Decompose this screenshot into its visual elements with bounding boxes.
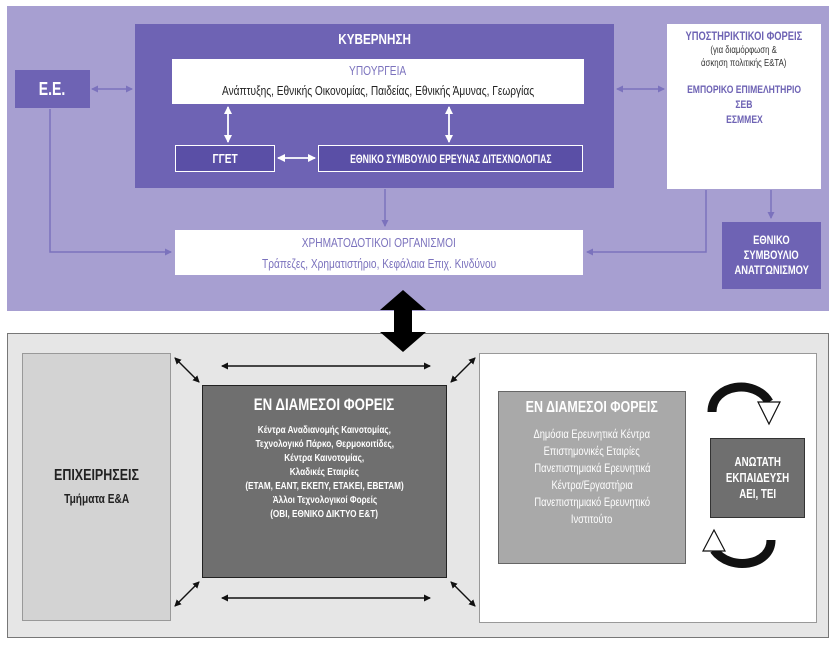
support-bodies-box bbox=[667, 24, 821, 189]
intermediaries-line: Τεχνολογικό Πάρκο, Θερμοκοιτίδες, bbox=[255, 438, 394, 450]
business-box: ΕΠΙΧΕΙΡΗΣΕΙΣ Τμήματα Ε&Α bbox=[22, 353, 171, 621]
ee-label: Ε.Ε. bbox=[39, 78, 66, 99]
government-title: ΚΥΒΕΡΝΗΣΗ bbox=[338, 30, 411, 48]
government-title-wrap: ΚΥΒΕΡΝΗΣΗ bbox=[135, 29, 614, 49]
research-intermediaries-text: ΕΝ ΔΙΑΜΕΣΟΙ ΦΟΡΕΙΣ Δημόσια Ερευνητικά Κέ… bbox=[498, 396, 686, 528]
intermediaries-line: Κέντρα Αναδιανομής Καινοτομίας, bbox=[257, 424, 392, 436]
research-council-label: ΕΘΝΙΚΟ ΣΥΜΒΟΥΛΙΟ ΕΡΕΥΝΑΣ ΔΙΤΕΧΝΟΛΟΓΙΑΣ bbox=[349, 151, 552, 166]
finance-list: Τράπεζες, Χρηματιστήριο, Κεφάλαια Επιχ. … bbox=[261, 255, 497, 271]
intermediaries-box bbox=[202, 385, 447, 578]
support-subtitle-2: άσκηση πολιτικής Ε&ΤΑ) bbox=[701, 58, 787, 69]
finance-list-wrap: Τράπεζες, Χρηματιστήριο, Κεφάλαια Επιχ. … bbox=[175, 253, 583, 273]
higher-education-box: ΑΝΩΤΑΤΗ ΕΚΠΑΙΔΕΥΣΗ ΑΕΙ, ΤΕΙ bbox=[710, 438, 805, 518]
research-line: Δημόσια Ερευνητικά Κέντρα bbox=[533, 427, 651, 441]
gsrt-box: ΓΓΕΤ bbox=[175, 145, 275, 172]
research-line: Ινστιτούτο bbox=[571, 512, 613, 526]
research-line: Κέντρα/Εργαστήρια bbox=[551, 478, 633, 492]
higher-ed-line-3: ΑΕΙ, ΤΕΙ bbox=[739, 487, 776, 501]
ministries-title: ΥΠΟΥΡΓΕΙΑ bbox=[349, 62, 407, 78]
support-subtitle-1: (για διαμόρφωση & bbox=[710, 45, 778, 56]
intermediaries-line: (ΕΤΑΜ, ΕΑΝΤ, ΕΚΕΠΥ, ΕΤΑΚΕΙ, ΕΒΕΤΑΜ) bbox=[245, 480, 404, 492]
intermediaries-line: Άλλοι Τεχνολογικοί Φορείς bbox=[272, 494, 377, 506]
research-line: Πανεπιστημιακά Ερευνητικά bbox=[533, 461, 651, 475]
research-council-box: ΕΘΝΙΚΟ ΣΥΜΒΟΥΛΙΟ ΕΡΕΥΝΑΣ ΔΙΤΕΧΝΟΛΟΓΙΑΣ bbox=[318, 145, 583, 172]
ministries-list: Ανάπτυξης, Εθνικής Οικονομίας, Παιδείας,… bbox=[221, 82, 535, 98]
finance-title-wrap: ΧΡΗΜΑΤΟΔΟΤΙΚΟΙ ΟΡΓΑΝΙΣΜΟΙ bbox=[175, 233, 583, 251]
competitiveness-line-3: ΑΝΑΤΓΩΝΙΣΜΟΥ bbox=[734, 263, 809, 277]
support-item-sev: ΣΕΒ bbox=[735, 99, 753, 111]
support-bodies-text: ΥΠΟΣΤΗΡΙΚΤΙΚΟΙ ΦΟΡΕΙΣ (για διαμόρφωση & … bbox=[667, 28, 821, 128]
research-intermediaries-box bbox=[498, 391, 686, 564]
business-title: ΕΠΙΧΕΙΡΗΣΕΙΣ bbox=[53, 467, 140, 484]
competitiveness-line-2: ΣΥΜΒΟΥΛΙΟ bbox=[744, 248, 799, 262]
intermediaries-line: (ΟΒΙ, ΕΘΝΙΚΟ ΔΙΚΤΥΟ Ε&Τ) bbox=[270, 508, 379, 520]
gsrt-label: ΓΓΕΤ bbox=[212, 151, 238, 166]
support-item-esmmex: ΕΣΜΜΕΧ bbox=[725, 114, 763, 126]
ministries-box bbox=[172, 59, 584, 104]
support-title: ΥΠΟΣΤΗΡΙΚΤΙΚΟΙ ΦΟΡΕΙΣ bbox=[685, 29, 803, 43]
business-subtitle: Τμήματα Ε&Α bbox=[64, 491, 129, 506]
research-title: ΕΝ ΔΙΑΜΕΣΟΙ ΦΟΡΕΙΣ bbox=[525, 399, 659, 416]
competitiveness-line-1: ΕΘΝΙΚΟ bbox=[753, 233, 790, 247]
higher-ed-line-2: ΕΚΠΑΙΔΕΥΣΗ bbox=[725, 471, 790, 485]
intermediaries-line: Κλαδικές Εταιρίες bbox=[289, 466, 360, 478]
finance-title: ΧΡΗΜΑΤΟΔΟΤΙΚΟΙ ΟΡΓΑΝΙΣΜΟΙ bbox=[301, 234, 457, 250]
intermediaries-title: ΕΝ ΔΙΑΜΕΣΟΙ ΦΟΡΕΙΣ bbox=[254, 395, 395, 414]
support-item-chamber: ΕΜΠΟΡΙΚΟ ΕΠΙΜΕΛΗΤΗΡΙΟ bbox=[686, 84, 802, 96]
ministries-title-wrap: ΥΠΟΥΡΓΕΙΑ bbox=[172, 61, 584, 79]
research-line: Πανεπιστημιακό Ερευνητικό bbox=[534, 495, 650, 509]
research-line: Επιστημονικές Εταιρίες bbox=[543, 444, 641, 458]
finance-box bbox=[175, 230, 583, 275]
intermediaries-line: Κέντρα Καινοτομίας, bbox=[284, 452, 365, 464]
intermediaries-text: ΕΝ ΔΙΑΜΕΣΟΙ ΦΟΡΕΙΣ Κέντρα Αναδιανομής Κα… bbox=[202, 393, 447, 521]
competitiveness-box: ΕΘΝΙΚΟ ΣΥΜΒΟΥΛΙΟ ΑΝΑΤΓΩΝΙΣΜΟΥ bbox=[722, 222, 821, 289]
ee-box: Ε.Ε. bbox=[15, 70, 90, 108]
higher-ed-line-1: ΑΝΩΤΑΤΗ bbox=[734, 455, 781, 469]
ministries-list-wrap: Ανάπτυξης, Εθνικής Οικονομίας, Παιδείας,… bbox=[172, 80, 584, 100]
